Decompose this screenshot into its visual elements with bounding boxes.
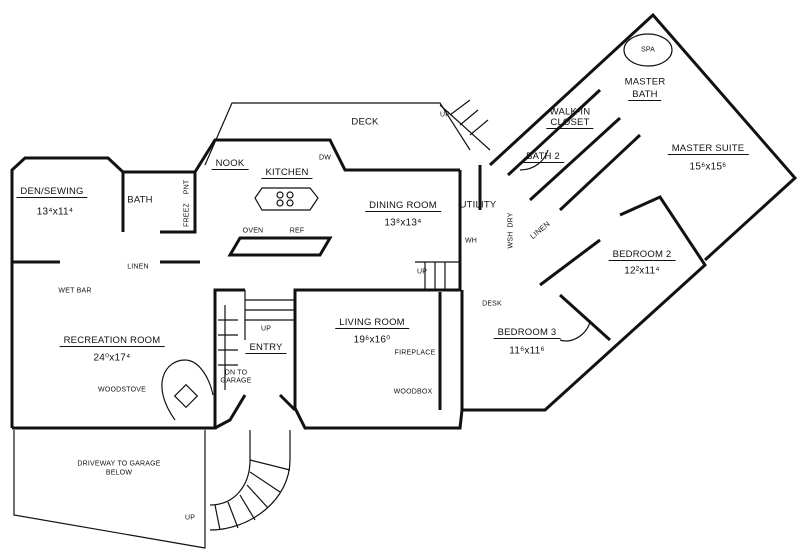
master-suite-size: 15⁶x15⁶ [689,161,727,173]
recreation-room-label: RECREATION ROOM [59,335,165,347]
walk-in-closet-label-2: CLOSET [546,117,594,129]
woodstove-hearth [161,359,214,421]
utility-wall [340,170,462,292]
desk-label: DESK [482,300,502,308]
living-room-size: 19⁶x16⁰ [353,334,391,346]
bedroom-3-size: 11⁶x11⁶ [509,345,545,357]
dining-stair-up-label: UP [416,268,428,276]
bedroom-2-label: BEDROOM 2 [608,249,676,261]
dn-to-garage-label-1: DN TO [224,369,248,377]
living-wall [293,288,464,430]
dining-room-size: 13⁸x13⁴ [384,217,422,229]
kitchen-label: KITCHEN [261,167,313,179]
den-size: 13⁴x11⁴ [36,206,74,218]
driveway-label-2: BELOW [105,469,133,477]
pantry-label: PNT [183,179,191,195]
spa-label: SPA [640,46,656,54]
den-label: DEN/SEWING [16,186,88,198]
driveway-label-1: DRIVEWAY TO GARAGE [77,460,161,468]
entry-stair-up-label: UP [260,325,272,333]
woodbox-label: WOODBOX [393,388,433,396]
recreation-room-size: 24⁰x17⁴ [93,352,131,364]
ref-label: REF [289,227,305,235]
woodstove-label: WOODSTOVE [98,386,146,394]
living-room-label: LIVING ROOM [335,317,409,329]
bedroom-3-label: BEDROOM 3 [493,327,561,339]
kitchen-wall [193,138,460,173]
master-bath-label-2: BATH [628,89,662,101]
dishwasher-label: DW [318,154,332,162]
water-heater-label: WH [464,237,478,245]
deck-stair-up-label: UP [439,111,451,119]
kitchen-island [254,187,319,211]
spiral-stair [209,430,291,531]
oven-label: OVEN [242,227,264,235]
bath-wall [123,170,197,234]
deck-label: DECK [351,116,379,128]
washer-label: WSH [507,231,515,249]
dryer-label: DRY [507,212,515,228]
freezer-label: FREEZ [183,203,191,227]
fireplace-label: FIREPLACE [394,349,436,357]
master-bath-label-1: MASTER [624,76,666,88]
linen-label: LINEN [127,263,149,271]
walk-in-closet-label-1: WALK-IN [549,106,591,118]
bedroom-2-size: 12²x11⁴ [624,265,660,277]
entry-wall [12,288,245,430]
master-suite-label: MASTER SUITE [667,143,749,155]
den-wall [10,156,125,428]
nook-label: NOOK [211,158,249,170]
entry-label: ENTRY [245,342,287,354]
driveway-outline [13,430,206,549]
master-wing-wall [488,12,798,262]
dining-room-label: DINING ROOM [365,200,441,212]
spiral-stair-up-label: UP [184,514,196,522]
bath-2-label: BATH 2 [522,151,564,163]
wet-bar-label: WET BAR [58,287,92,295]
bath-label: BATH [127,194,153,206]
deck-outline [204,102,471,166]
utility-label: UTILITY [459,199,497,211]
dn-to-garage-label-2: GARAGE [220,377,252,385]
